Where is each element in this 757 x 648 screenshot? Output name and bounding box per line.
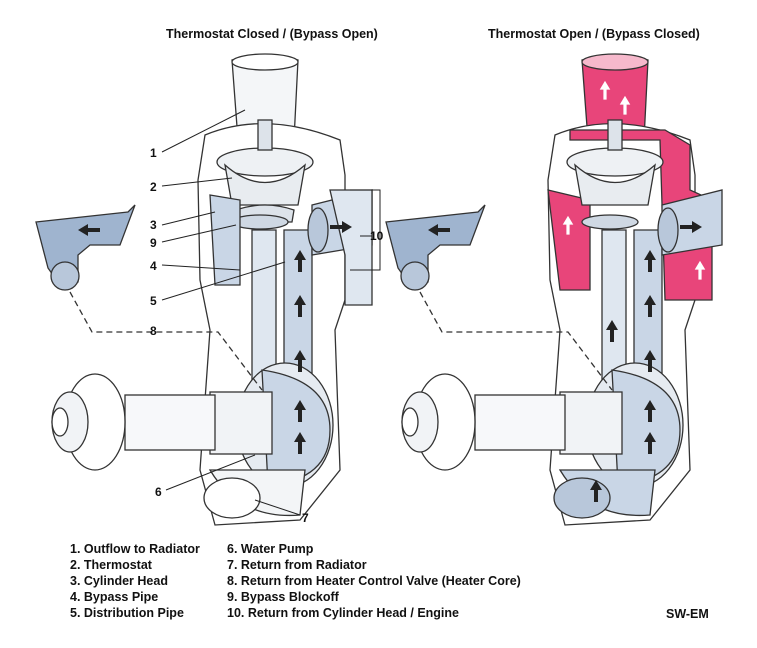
assembly-thermostat-closed xyxy=(35,53,373,526)
legend-item: 1. Outflow to Radiator xyxy=(70,542,200,556)
legend-column-1: 1. Outflow to Radiator 2. Thermostat 3. … xyxy=(70,541,200,621)
flow-arrows-right xyxy=(428,221,702,502)
callout-7: 7 xyxy=(302,511,309,525)
callout-3: 3 xyxy=(150,218,157,232)
legend-column-2: 6. Water Pump 7. Return from Radiator 8.… xyxy=(227,541,521,621)
callout-9: 9 xyxy=(150,236,157,250)
callout-leaders-left xyxy=(161,109,381,516)
flow-arrows-left xyxy=(78,221,352,454)
legend-item: 6. Water Pump xyxy=(227,542,314,556)
title-thermostat-open: Thermostat Open / (Bypass Closed) xyxy=(488,27,700,41)
callout-5: 5 xyxy=(150,294,157,308)
legend-item: 5. Distribution Pipe xyxy=(70,606,184,620)
legend-item: 4. Bypass Pipe xyxy=(70,590,159,604)
legend-item: 7. Return from Radiator xyxy=(227,558,367,572)
legend-item: 10. Return from Cylinder Head / Engine xyxy=(227,606,459,620)
callout-labels: 1 2 3 9 4 5 8 10 6 7 xyxy=(150,146,384,525)
legend-item: 9. Bypass Blockoff xyxy=(227,590,339,604)
callout-4: 4 xyxy=(150,259,157,273)
legend-item: 2. Thermostat xyxy=(70,558,152,572)
callout-10: 10 xyxy=(370,229,384,243)
flow-arrows-hot xyxy=(561,79,707,281)
legend-item: 3. Cylinder Head xyxy=(70,574,168,588)
title-thermostat-closed: Thermostat Closed / (Bypass Open) xyxy=(166,27,378,41)
callout-8: 8 xyxy=(150,324,157,338)
callout-1: 1 xyxy=(150,146,157,160)
callout-2: 2 xyxy=(150,180,157,194)
credit-label: SW-EM xyxy=(666,607,709,621)
callout-6: 6 xyxy=(155,485,162,499)
assembly-thermostat-open xyxy=(385,53,723,526)
legend-item: 8. Return from Heater Control Valve (Hea… xyxy=(227,574,521,588)
